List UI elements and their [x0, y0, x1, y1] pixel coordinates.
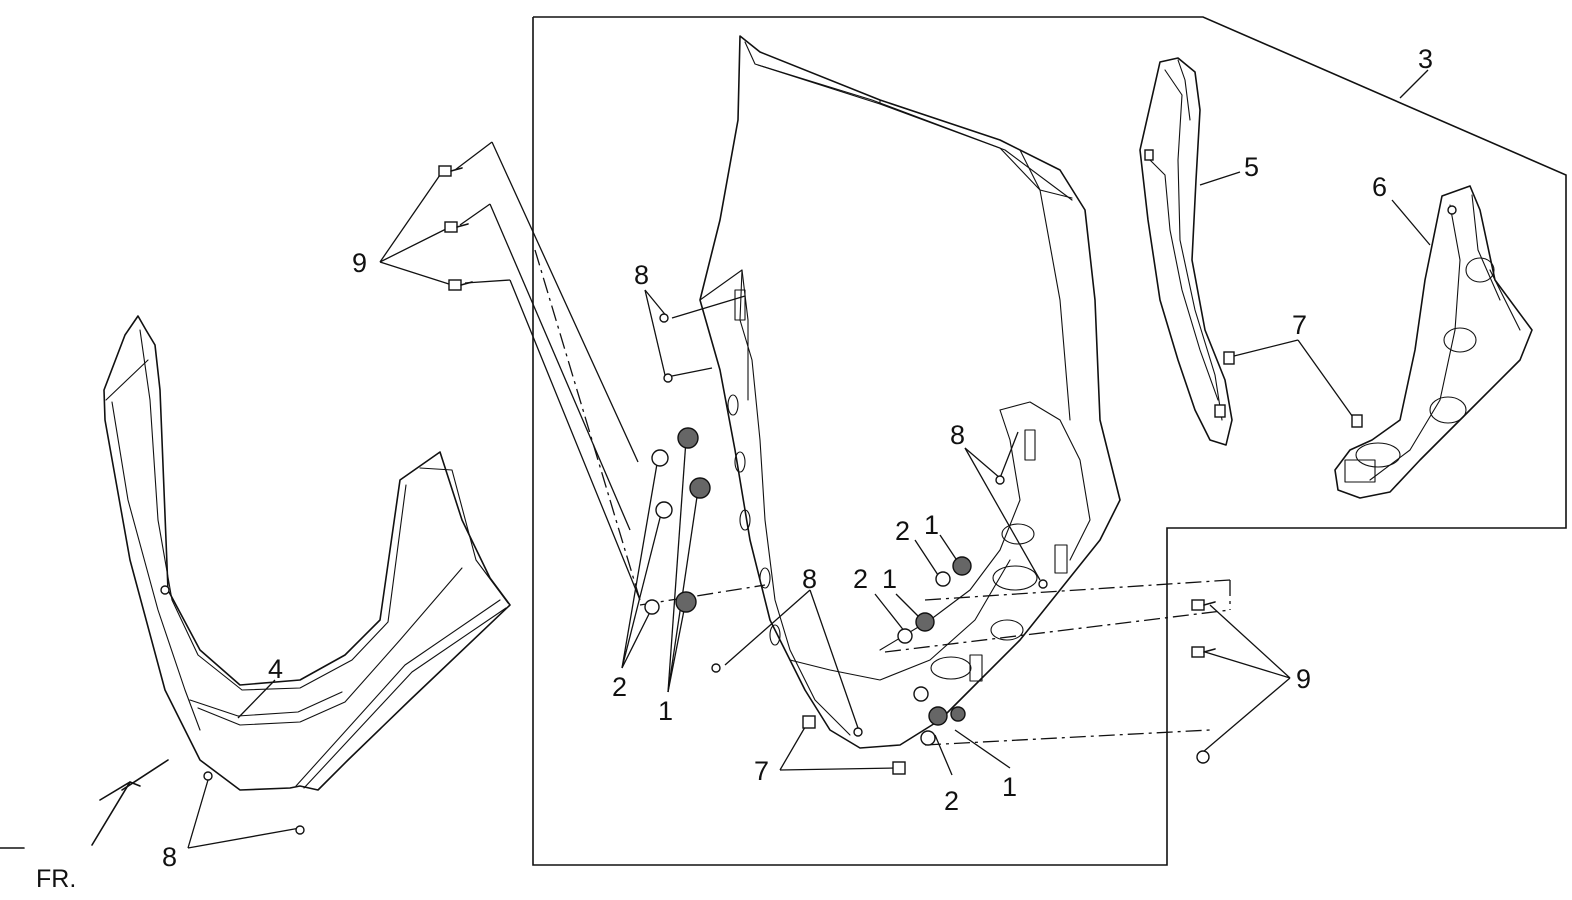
callout-2-bottom: 2 [944, 786, 959, 816]
grommets-part-1 [675, 427, 972, 726]
screws-part-9 [438, 165, 1216, 764]
callout-8-middle: 8 [802, 564, 817, 594]
callout-6: 6 [1372, 172, 1387, 202]
callout-9-right: 9 [1296, 664, 1311, 694]
callout-8-bottom: 8 [162, 842, 177, 872]
callout-9-left: 9 [352, 248, 367, 278]
front-direction-arrow [0, 759, 169, 849]
leader-lines [187, 69, 1431, 849]
front-panel-part [699, 35, 1121, 749]
centre-lines [534, 249, 1231, 746]
callout-1-left: 1 [658, 696, 673, 726]
callout-1-bottom: 1 [1002, 772, 1017, 802]
callout-4: 4 [268, 654, 283, 684]
clips-part-7 [802, 351, 1363, 775]
callout-labels: 3 5 6 7 7 8 8 8 8 9 9 4 2 1 2 1 2 1 2 1 … [36, 44, 1433, 893]
callout-5: 5 [1244, 152, 1259, 182]
callout-2-right-middle: 2 [853, 564, 868, 594]
callout-8-right: 8 [950, 420, 965, 450]
washers-part-2 [644, 449, 951, 746]
front-direction-label: FR. [36, 865, 76, 893]
inner-panel-left-part [1139, 57, 1233, 446]
callout-7-right: 7 [1292, 310, 1307, 340]
callout-2-right-upper: 2 [895, 516, 910, 546]
callout-8-upper: 8 [634, 260, 649, 290]
callout-2-left: 2 [612, 672, 627, 702]
callout-7-lower: 7 [754, 756, 769, 786]
callout-1-right-middle: 1 [882, 564, 897, 594]
assembly-outline-box [532, 16, 1567, 866]
small-screws-part-8 [203, 313, 1048, 835]
callout-1-right-upper: 1 [924, 510, 939, 540]
callout-3: 3 [1418, 44, 1433, 74]
inner-panel-right-part [1334, 185, 1533, 499]
lower-front-cover-part [103, 315, 511, 791]
